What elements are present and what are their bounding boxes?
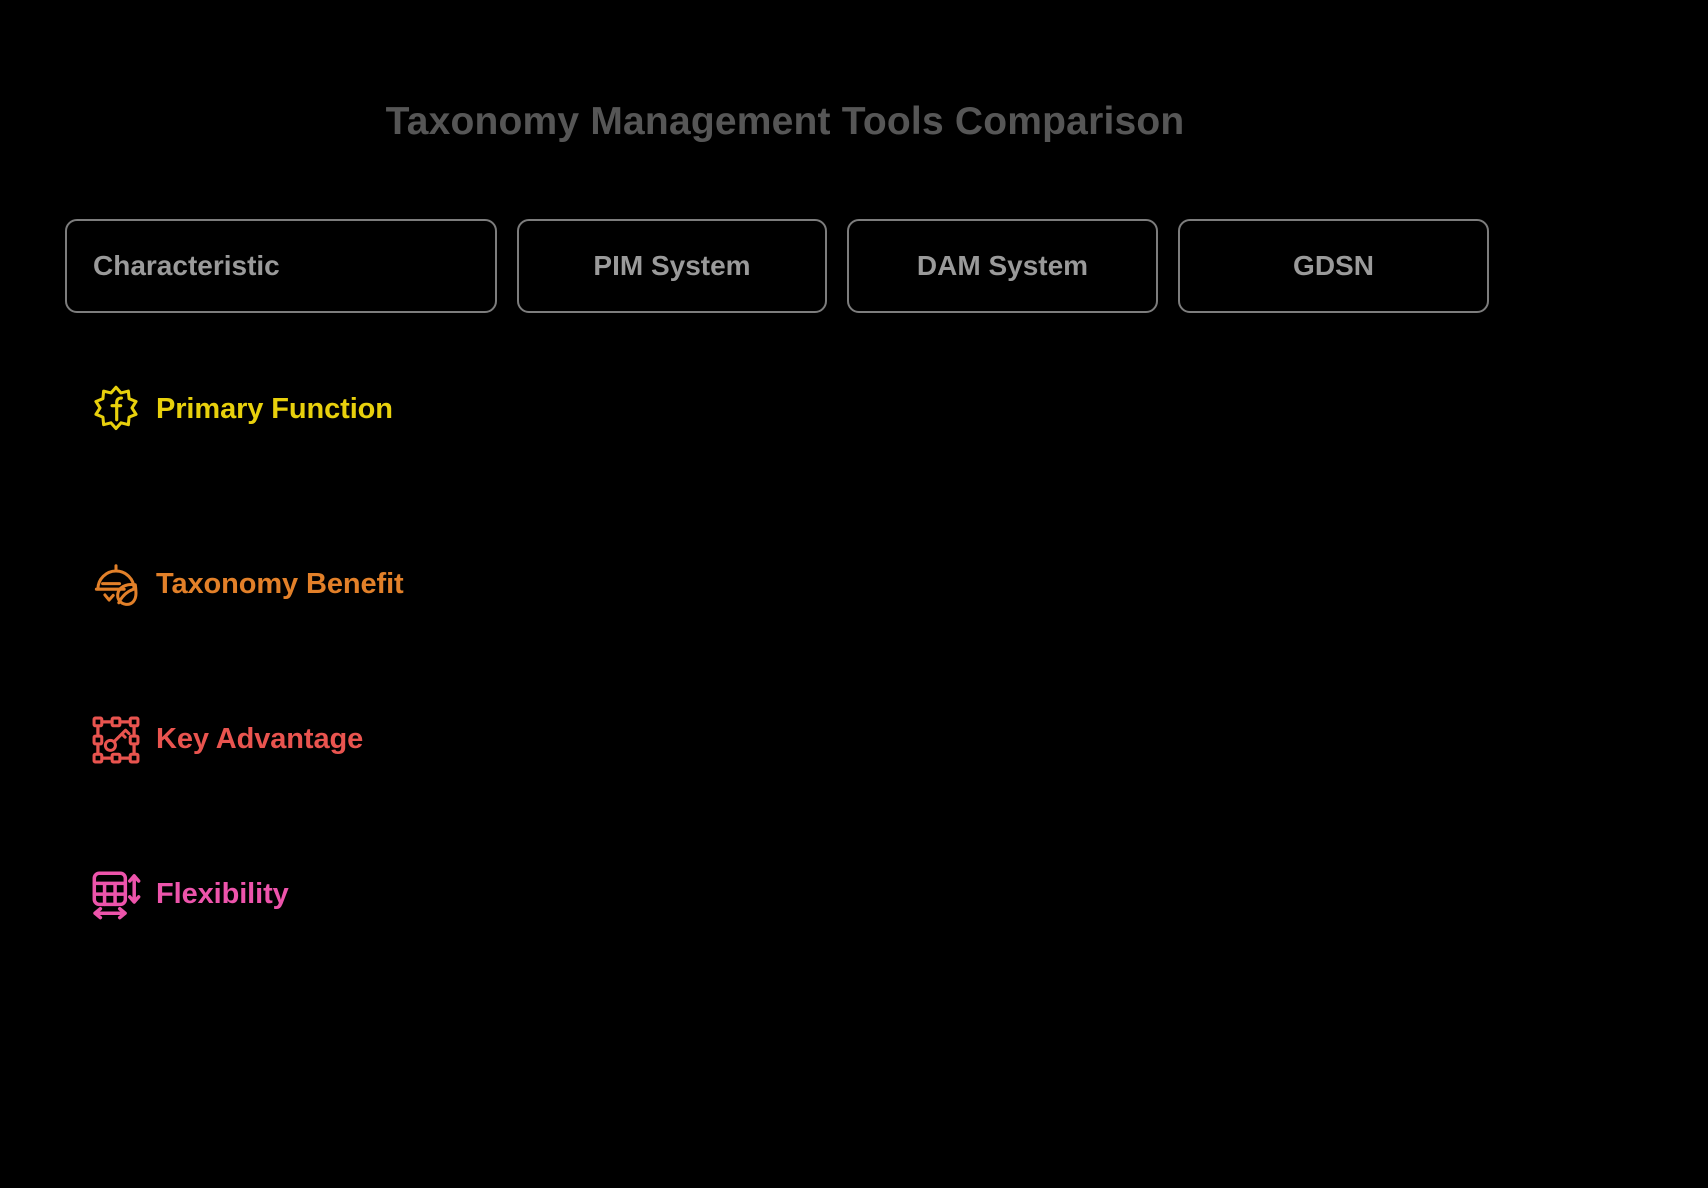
cell-pim (517, 817, 827, 972)
row-label-text: Flexibility (156, 878, 289, 910)
column-header-label: Characteristic (93, 250, 280, 281)
cell-pim (517, 507, 827, 662)
grid-resize-icon (92, 871, 141, 919)
row-label-flexibility[interactable]: Flexibility (88, 817, 289, 972)
column-header-gdsn[interactable]: GDSN (1178, 219, 1489, 313)
cell-pim (517, 332, 827, 487)
gear-f-icon (94, 385, 138, 430)
table-row: Key Advantage (0, 662, 1708, 817)
table-row: Primary Function (0, 332, 1708, 487)
column-header-characteristic[interactable]: Characteristic (65, 219, 497, 313)
cell-gdsn (1178, 507, 1489, 662)
row-label-primary-function[interactable]: Primary Function (88, 332, 393, 487)
cell-dam (847, 662, 1158, 817)
cell-dam (847, 507, 1158, 662)
column-header-label: PIM System (593, 250, 751, 281)
row-label-key-advantage[interactable]: Key Advantage (88, 662, 363, 817)
column-header-label: DAM System (916, 250, 1089, 281)
table-row: Flexibility (0, 817, 1708, 972)
column-header-label: GDSN (1293, 250, 1374, 281)
page-title: Taxonomy Management Tools Comparison (385, 100, 1185, 143)
cloche-leaf-icon (94, 563, 138, 606)
cell-dam (847, 332, 1158, 487)
cell-gdsn (1178, 817, 1489, 972)
cell-gdsn (1178, 662, 1489, 817)
column-header-pim-system[interactable]: PIM System (517, 219, 827, 313)
row-label-text: Primary Function (156, 393, 393, 425)
cell-pim (517, 662, 827, 817)
cell-gdsn (1178, 332, 1489, 487)
row-label-text: Key Advantage (156, 723, 364, 755)
table-row: Taxonomy Benefit (0, 507, 1708, 662)
cell-dam (847, 817, 1158, 972)
row-label-text: Taxonomy Benefit (156, 568, 404, 600)
row-label-taxonomy-benefit[interactable]: Taxonomy Benefit (88, 507, 404, 662)
key-frame-icon (92, 716, 140, 763)
column-header-dam-system[interactable]: DAM System (847, 219, 1158, 313)
